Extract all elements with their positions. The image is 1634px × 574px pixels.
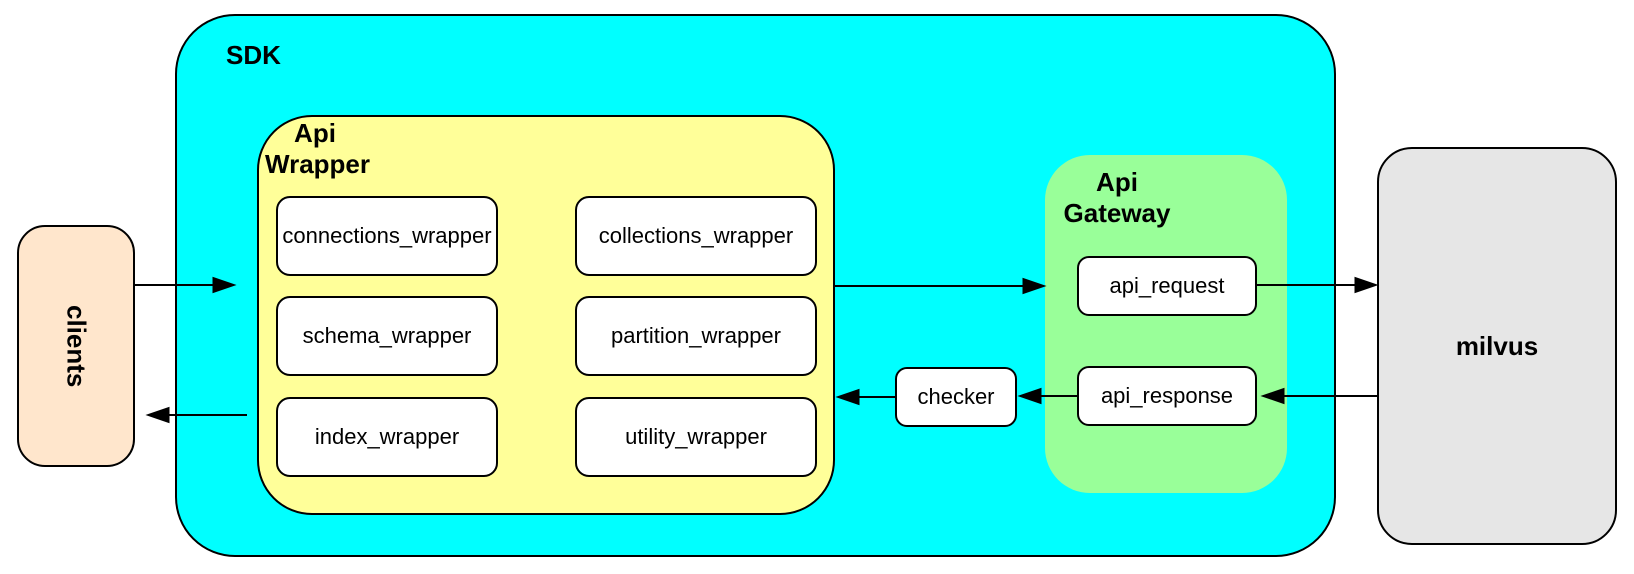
api-gateway-label: Api Gateway (1063, 167, 1171, 228)
api-gateway-container (1045, 155, 1287, 493)
node-index-wrapper: index_wrapper (276, 397, 498, 477)
milvus-label: milvus (1455, 330, 1539, 361)
node-connections-wrapper: connections_wrapper (276, 196, 498, 276)
sdk-label: SDK (226, 40, 281, 70)
milvus-node: milvus (1377, 147, 1617, 545)
node-api-request: api_request (1077, 256, 1257, 316)
clients-node: clients (17, 225, 135, 467)
node-api-response: api_response (1077, 366, 1257, 426)
checker-node: checker (895, 367, 1017, 427)
clients-label: clients (61, 304, 92, 388)
api-wrapper-label: Api Wrapper (265, 118, 370, 179)
node-partition-wrapper: partition_wrapper (575, 296, 817, 376)
node-utility-wrapper: utility_wrapper (575, 397, 817, 477)
node-schema-wrapper: schema_wrapper (276, 296, 498, 376)
node-collections-wrapper: collections_wrapper (575, 196, 817, 276)
